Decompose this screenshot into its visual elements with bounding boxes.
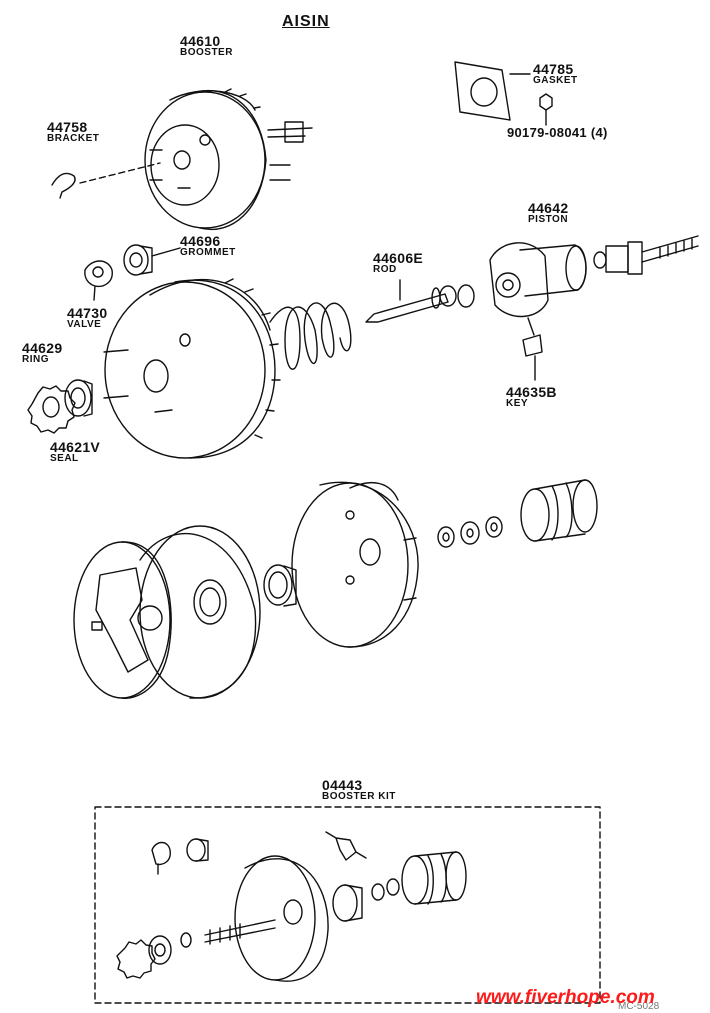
brand-label: AISIN [282,13,330,30]
part-label-rod: 44606E ROD [373,251,423,275]
part-label-key: 44635B KEY [506,385,557,409]
front-shell-drawing [104,279,280,458]
piston-drawing [490,243,586,380]
part-name: SEAL [50,453,79,464]
grommet-drawing [124,245,180,275]
front-shell-2-drawing [292,482,418,647]
valve-drawing [85,261,112,300]
bellows-drawing [521,480,597,541]
part-name: BOOSTER [180,47,233,58]
seal-drawing [65,380,92,416]
part-number: 44610 [180,33,221,49]
part-name: KEY [506,398,529,409]
booster-kit-box [95,807,600,1003]
part-number: 44730 [67,305,108,321]
part-number: 44642 [528,200,569,216]
part-number: 44785 [533,61,574,77]
center-seal-drawing [264,565,296,606]
part-name: RING [22,354,49,365]
part-name: GASKET [533,75,578,86]
part-number: 44629 [22,340,63,356]
part-number: 90179-08041 (4) [507,125,608,140]
small-parts-row-drawing [438,517,502,547]
part-label-piston: 44642 PISTON [528,201,568,225]
part-number: 44606E [373,250,424,266]
part-name: GROMMET [180,247,236,258]
part-label-valve: 44730 VALVE [67,306,107,330]
part-label-booster: 44610 BOOSTER [180,34,233,58]
ring-drawing [28,386,75,433]
gasket-drawing [455,62,552,125]
kit-parts-drawing [117,832,466,981]
part-number: 44635B [506,384,557,400]
part-label-grommet: 44696 GROMMET [180,234,236,258]
part-label-bracket: 44758 BRACKET [47,120,99,144]
part-number: 44696 [180,233,221,249]
watermark: www.fiverhope.com [476,987,655,1008]
part-number: 04443 [322,777,363,793]
diaphragm-drawing [140,526,260,698]
bracket-drawing [52,163,160,198]
part-number: 44758 [47,119,88,135]
push-rod-drawing [594,236,698,274]
part-name: PISTON [528,214,569,225]
spring-drawing [270,303,351,369]
part-label-nut: 90179-08041 (4) [507,126,608,139]
rear-shell-drawing [74,542,171,698]
rod-collars-drawing [440,285,474,307]
part-number: 44621V [50,439,101,455]
part-label-seal: 44621V SEAL [50,440,100,464]
part-label-ring: 44629 RING [22,341,62,365]
part-name: BRACKET [47,133,100,144]
figure-code: MC-5028 [618,1001,660,1012]
part-name: BOOSTER KIT [322,791,396,802]
part-label-gasket: 44785 GASKET [533,62,578,86]
part-name: ROD [373,264,397,275]
booster-assembly-drawing [145,89,312,229]
part-name: VALVE [67,319,102,330]
rod-drawing [366,280,448,322]
part-label-booster-kit: 04443 BOOSTER KIT [322,778,396,802]
